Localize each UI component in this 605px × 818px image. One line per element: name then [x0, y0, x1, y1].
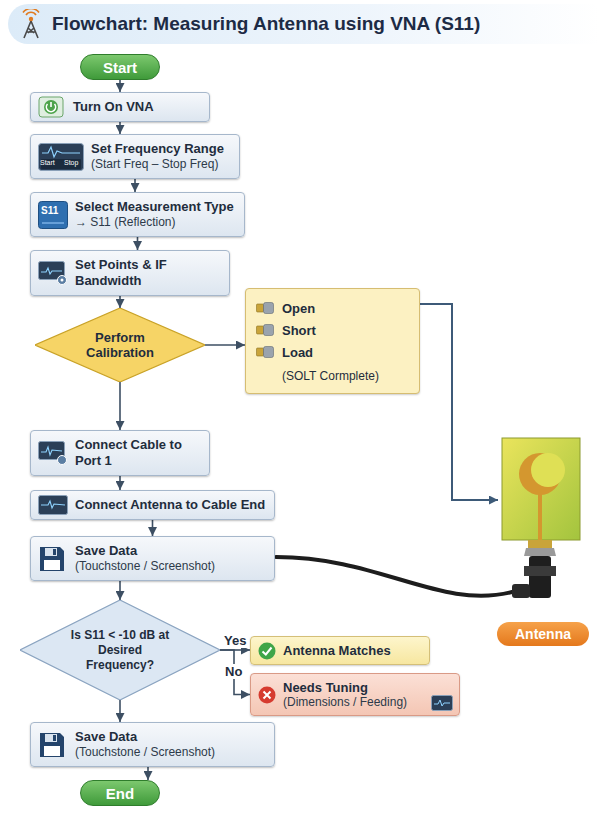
- process-box: Save Data(Touchstone / Screenshot): [30, 722, 275, 767]
- decision-diamond: Perform Calibration: [35, 308, 205, 382]
- calibration-row: Open: [256, 297, 409, 319]
- node-text: (Touchstone / Screenshot): [75, 559, 266, 574]
- node-title: Is S11 < -10 dB at Desired Frequency?: [68, 628, 172, 673]
- edge-label: Yes: [221, 633, 249, 648]
- antenna-icon: [18, 9, 44, 39]
- node-title: Open: [282, 301, 315, 316]
- result-box: Antenna Matches: [250, 636, 430, 665]
- process-box: Set Points & IF Bandwidth: [30, 250, 230, 296]
- node-title: Set Points & IF Bandwidth: [75, 257, 221, 289]
- node-title: End: [106, 785, 134, 802]
- node-title: Select Measurement Type: [75, 199, 236, 215]
- node-title: Turn On VNA: [73, 99, 201, 115]
- node-text: → S11 (Reflection): [75, 215, 236, 230]
- flow-arrow: [220, 650, 250, 695]
- node-title: Antenna: [515, 626, 571, 642]
- decision-diamond: Is S11 < -10 dB at Desired Frequency?: [20, 600, 220, 700]
- connector-icon: [256, 346, 274, 358]
- node-text: (Start Freq – Stop Freq): [91, 157, 231, 172]
- result-box: Needs Tuning(Dimensions / Feeding): [250, 673, 460, 716]
- node-text: Short: [282, 323, 316, 338]
- flow-arrow: [137, 237, 139, 250]
- process-box: Set Frequency Range(Start Freq – Stop Fr…: [30, 134, 240, 179]
- flow-arrow: [119, 476, 121, 490]
- frequency-icon: [38, 143, 84, 171]
- cross-icon: [258, 686, 276, 704]
- icon-label: Start: [40, 159, 55, 166]
- icon-label: Stop: [64, 159, 78, 166]
- terminator: End: [80, 780, 160, 806]
- flow-arrow: [119, 296, 121, 308]
- flow-arrow: [152, 520, 154, 536]
- process-box: Select Measurement Type→ S11 (Reflection…: [30, 192, 245, 237]
- process-box: Connect Antenna to Cable End: [30, 490, 275, 520]
- connector-icon: [256, 324, 274, 336]
- diamond-text: Perform Calibration: [73, 330, 168, 360]
- node-title: Needs Tuning: [283, 680, 425, 695]
- process-box: Connect Cable to Port 1: [30, 430, 210, 476]
- node-title: Antenna Matches: [283, 643, 419, 658]
- flow-arrow: [119, 382, 121, 430]
- flow-arrow: [119, 700, 121, 722]
- screen-icon: [38, 441, 68, 465]
- screen-icon: [431, 695, 453, 711]
- screen-icon: [38, 495, 68, 515]
- calibration-row: Short: [256, 319, 409, 341]
- node-text: Load: [282, 345, 313, 360]
- title: Flowchart: Measuring Antenna using VNA (…: [52, 13, 480, 35]
- antenna-tag: Antenna: [497, 622, 589, 646]
- save-icon: [38, 545, 66, 573]
- flow-arrow: [119, 581, 121, 600]
- title-banner: Flowchart: Measuring Antenna using VNA (…: [8, 4, 600, 44]
- node-title: Connect Cable to Port 1: [75, 437, 201, 469]
- terminator: Start: [80, 54, 160, 80]
- calibration-leader: [420, 304, 498, 500]
- process-box: Save Data(Touchstone / Screenshot): [30, 536, 275, 581]
- node-text: (SOLT Cormplete): [282, 369, 409, 383]
- flow-arrow: [205, 344, 245, 346]
- node-title: Connect Antenna to Cable End: [75, 497, 266, 513]
- settings-icon: [38, 261, 68, 285]
- node-text: (Dimensions / Feeding): [283, 695, 425, 709]
- connector-icon: [256, 302, 274, 314]
- edge-label: No: [222, 664, 245, 679]
- node-title: Perform Calibration: [73, 330, 168, 360]
- node-title: Start: [103, 59, 137, 76]
- node-title: Save Data: [75, 729, 266, 745]
- node-text: (Touchstone / Screenshot): [75, 745, 266, 760]
- flow-arrow: [119, 80, 121, 92]
- calibration-row: Load: [256, 341, 409, 363]
- flow-arrow: [119, 122, 121, 134]
- node-title: Save Data: [75, 543, 266, 559]
- check-icon: [258, 642, 276, 660]
- node-title: Set Frequency Range: [91, 141, 231, 157]
- flow-arrow: [147, 767, 149, 780]
- antenna-illustration: [502, 438, 580, 598]
- antenna-cable: [276, 557, 512, 596]
- diamond-text: Is S11 < -10 dB at Desired Frequency?: [68, 628, 172, 673]
- icon-label: S11: [41, 206, 58, 216]
- calibration-box: OpenShortLoad (SOLT Cormplete): [245, 288, 420, 394]
- flow-arrow: [134, 179, 136, 192]
- process-box: Turn On VNA: [30, 92, 210, 122]
- save-icon: [38, 731, 66, 759]
- power-icon: [38, 96, 64, 118]
